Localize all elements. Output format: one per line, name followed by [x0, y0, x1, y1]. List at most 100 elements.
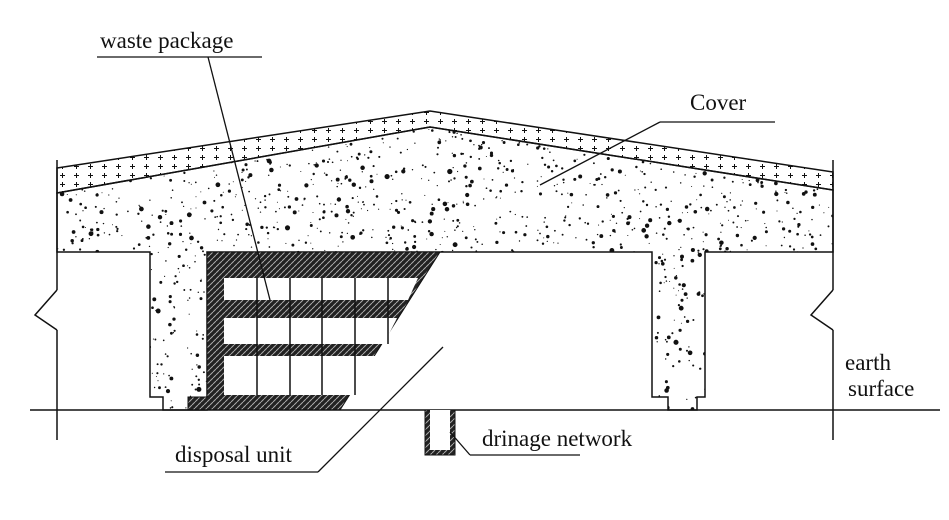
concrete-speckle — [71, 150, 73, 152]
concrete-speckle — [73, 342, 76, 345]
concrete-speckle — [663, 268, 666, 271]
concrete-speckle — [536, 303, 539, 306]
concrete-speckle — [106, 299, 109, 303]
concrete-speckle — [345, 204, 349, 209]
concrete-speckle — [72, 315, 74, 318]
concrete-speckle — [809, 290, 811, 293]
concrete-speckle — [571, 202, 573, 204]
concrete-speckle — [745, 317, 747, 320]
concrete-speckle — [691, 185, 693, 188]
concrete-speckle — [726, 312, 730, 315]
concrete-speckle — [95, 193, 99, 197]
concrete-speckle — [479, 380, 483, 385]
concrete-speckle — [774, 302, 777, 304]
concrete-speckle — [724, 250, 726, 253]
concrete-speckle — [823, 212, 825, 214]
concrete-speckle — [385, 362, 388, 366]
concrete-speckle — [631, 339, 633, 341]
concrete-speckle — [369, 179, 374, 184]
concrete-speckle — [590, 288, 595, 292]
concrete-speckle — [96, 221, 98, 224]
concrete-speckle — [108, 194, 110, 196]
concrete-speckle — [456, 218, 460, 222]
concrete-speckle — [680, 322, 682, 324]
concrete-speckle — [478, 157, 481, 160]
concrete-speckle — [350, 234, 356, 240]
concrete-speckle — [454, 273, 457, 276]
concrete-speckle — [795, 251, 800, 255]
concrete-speckle — [107, 310, 110, 314]
concrete-speckle — [136, 325, 138, 327]
concrete-speckle — [673, 319, 675, 321]
concrete-speckle — [205, 120, 208, 123]
concrete-speckle — [831, 122, 834, 125]
concrete-speckle — [152, 233, 155, 236]
concrete-speckle — [825, 403, 827, 405]
concrete-speckle — [464, 383, 468, 387]
concrete-speckle — [729, 250, 732, 253]
concrete-speckle — [593, 183, 596, 186]
concrete-speckle — [383, 351, 385, 353]
concrete-speckle — [569, 319, 574, 323]
concrete-speckle — [162, 339, 165, 342]
concrete-speckle — [96, 233, 100, 237]
concrete-speckle — [581, 324, 585, 328]
concrete-speckle — [596, 359, 598, 361]
concrete-speckle — [691, 238, 693, 240]
concrete-speckle — [241, 168, 245, 172]
concrete-speckle — [229, 122, 230, 123]
concrete-speckle — [787, 398, 790, 400]
concrete-speckle — [390, 411, 391, 412]
concrete-speckle — [808, 233, 812, 236]
concrete-speckle — [631, 228, 634, 231]
concrete-speckle — [552, 401, 556, 405]
concrete-speckle — [142, 405, 146, 409]
leader-lines — [97, 56, 775, 473]
concrete-speckle — [721, 299, 724, 302]
concrete-speckle — [618, 352, 620, 354]
concrete-speckle — [787, 131, 792, 136]
concrete-speckle — [166, 355, 169, 358]
concrete-speckle — [646, 263, 651, 268]
concrete-speckle — [730, 386, 732, 389]
concrete-speckle — [696, 292, 701, 296]
concrete-speckle — [736, 226, 738, 228]
concrete-speckle — [801, 285, 803, 288]
concrete-speckle — [508, 255, 510, 257]
concrete-speckle — [555, 190, 558, 193]
concrete-speckle — [60, 322, 64, 327]
concrete-speckle — [285, 242, 287, 244]
concrete-speckle — [755, 129, 757, 132]
concrete-speckle — [215, 174, 218, 176]
concrete-speckle — [740, 227, 742, 229]
concrete-speckle — [809, 125, 810, 126]
concrete-speckle — [597, 291, 600, 294]
concrete-speckle — [122, 326, 124, 328]
concrete-speckle — [758, 146, 764, 152]
concrete-speckle — [131, 377, 135, 381]
concrete-speckle — [525, 306, 528, 309]
concrete-speckle — [229, 127, 232, 128]
concrete-speckle — [657, 256, 662, 260]
concrete-speckle — [744, 269, 747, 273]
concrete-speckle — [190, 183, 192, 185]
concrete-speckle — [669, 280, 671, 283]
concrete-speckle — [482, 286, 485, 289]
concrete-speckle — [71, 274, 73, 276]
concrete-speckle — [485, 155, 487, 158]
concrete-speckle — [678, 360, 681, 363]
concrete-speckle — [626, 390, 629, 393]
concrete-speckle — [662, 253, 664, 255]
concrete-speckle — [505, 350, 509, 354]
concrete-speckle — [734, 372, 736, 374]
concrete-speckle — [391, 378, 393, 380]
concrete-speckle — [501, 140, 503, 142]
concrete-speckle — [827, 363, 831, 366]
concrete-speckle — [587, 412, 588, 413]
concrete-speckle — [355, 413, 359, 417]
concrete-speckle — [191, 383, 194, 386]
concrete-speckle — [792, 257, 794, 259]
concrete-speckle — [191, 368, 193, 370]
concrete-speckle — [568, 223, 571, 227]
concrete-speckle — [389, 146, 391, 148]
